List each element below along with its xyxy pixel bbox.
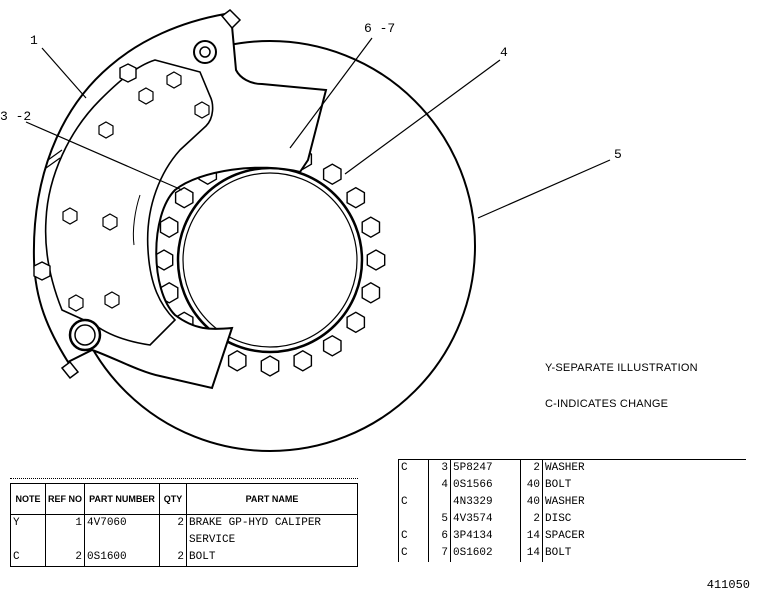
cell-ref: 7 xyxy=(428,545,451,562)
cell-name: SPACER xyxy=(545,530,585,542)
caliper-plate xyxy=(44,59,214,346)
cell-qty: 2 xyxy=(520,459,543,477)
figure-number: 411050 xyxy=(706,578,750,592)
cell-note: C xyxy=(398,528,429,545)
disc-hub-outer xyxy=(176,166,364,354)
callout-5: 5 xyxy=(614,147,622,162)
cell-qty: 40 xyxy=(520,494,543,511)
header-note: NOTE xyxy=(10,483,46,515)
cell-qty: 14 xyxy=(520,528,543,545)
change-note: C-INDICATES CHANGE xyxy=(545,398,669,410)
disc-bolt-hex xyxy=(174,186,194,209)
header-ref: REF NO xyxy=(45,483,86,515)
cell-qty: 2 xyxy=(159,549,188,567)
cell-note xyxy=(398,477,429,494)
cell-part: 5P8247 xyxy=(450,459,521,477)
disc-bolt-hex xyxy=(159,216,179,239)
cell-ref: 5 xyxy=(428,511,451,528)
cell-part: 0S1566 xyxy=(450,477,521,494)
callout-3-2: 3 -2 xyxy=(0,109,32,124)
cell-ref: 4 xyxy=(428,477,451,494)
disc-bolt-hex xyxy=(361,216,381,239)
cell-note: Y xyxy=(10,514,46,532)
callout-6-7: 6 -7 xyxy=(364,21,396,36)
disc-bolt-hex xyxy=(322,163,342,186)
cell-part xyxy=(84,532,161,549)
cell-part: 4V7060 xyxy=(84,514,161,532)
disc-bolt-hex xyxy=(361,281,381,304)
cell-qty xyxy=(159,532,188,549)
disc-hub-inner xyxy=(182,172,358,348)
cell-name: WASHER xyxy=(545,496,585,508)
cell-qty: 2 xyxy=(159,514,188,532)
cell-ref: 6 xyxy=(428,528,451,545)
header-qty: QTY xyxy=(159,483,188,515)
disc-bolt-hex xyxy=(260,355,280,377)
cell-note: C xyxy=(10,549,46,567)
cell-part: 3P4134 xyxy=(450,528,521,545)
disc-bolt-hex xyxy=(322,334,342,357)
callout-4: 4 xyxy=(500,45,508,60)
cell-qty: 40 xyxy=(520,477,543,494)
bleed-fitting-bottom xyxy=(60,360,80,380)
separate-illustration-note: Y-SEPARATE ILLUSTRATION xyxy=(545,362,698,374)
disc-bolt-hex xyxy=(227,349,247,372)
cell-ref: 1 xyxy=(45,514,86,532)
cell-ref xyxy=(45,532,86,549)
cell-part: 4V3574 xyxy=(450,511,521,528)
cell-name: BOLT xyxy=(545,547,572,559)
callout-1: 1 xyxy=(30,33,38,48)
table-row: SERVICE xyxy=(10,532,358,549)
cell-part: 0S1602 xyxy=(450,545,521,562)
disc-bolt-hex xyxy=(366,249,386,271)
cell-part: 4N3329 xyxy=(450,494,521,511)
disc-bolt-hex xyxy=(346,311,366,334)
cell-note xyxy=(10,532,46,549)
cell-ref: 2 xyxy=(45,549,86,567)
leader-lines xyxy=(25,37,611,219)
table-divider xyxy=(10,478,358,479)
cell-name: DISC xyxy=(545,513,572,525)
cell-part: 0S1600 xyxy=(84,549,161,567)
disc-bolt-hex xyxy=(293,349,313,372)
cell-name: SERVICE xyxy=(189,534,236,546)
cell-qty: 2 xyxy=(520,511,543,528)
cell-note: C xyxy=(398,494,429,511)
header-part-name: PART NAME xyxy=(186,483,358,515)
cell-name: WASHER xyxy=(545,462,585,474)
cell-ref: 3 xyxy=(428,459,451,477)
header-part-number: PART NUMBER xyxy=(84,483,161,515)
cell-qty: 14 xyxy=(520,545,543,562)
cell-name: BOLT xyxy=(545,479,572,491)
disc-bolt-hex xyxy=(346,186,366,209)
cell-note xyxy=(398,511,429,528)
cell-ref xyxy=(428,494,451,511)
cell-name: BRAKE GP-HYD CALIPER xyxy=(189,517,322,529)
cell-note: C xyxy=(398,459,429,477)
bleed-fitting-top xyxy=(220,9,242,30)
plate-bolt-holes xyxy=(62,71,210,312)
cell-note: C xyxy=(398,545,429,562)
cell-name: BOLT xyxy=(189,551,216,563)
